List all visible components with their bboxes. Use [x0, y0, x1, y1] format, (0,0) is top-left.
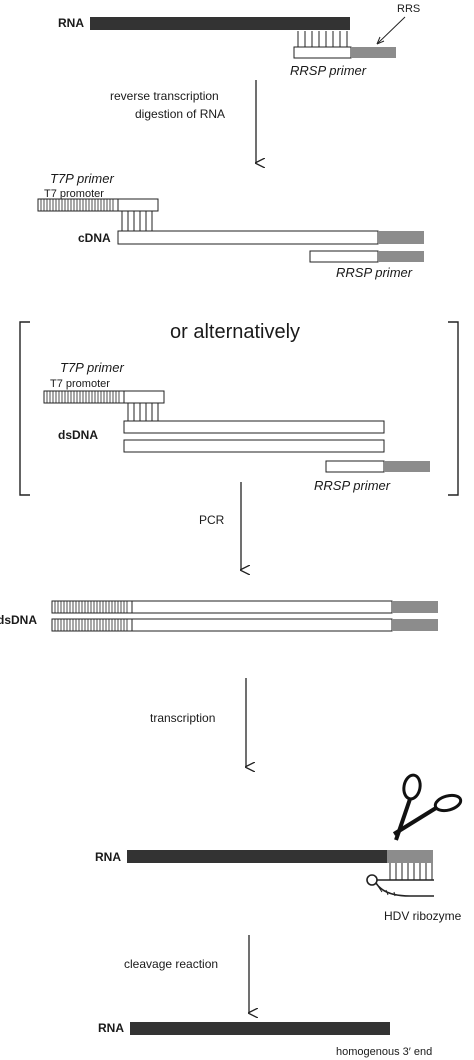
rrsp-primer-tail — [351, 47, 396, 58]
t7p-primer-body — [117, 198, 159, 212]
pcr-dsdna-top-strand — [131, 600, 393, 614]
pcr-rrs-region-top — [392, 601, 438, 613]
pcr-t7-hatch-top — [54, 601, 128, 613]
rna-label-2: RNA — [95, 850, 121, 864]
cdna-strand — [117, 230, 379, 245]
scissors-icon — [392, 773, 463, 841]
rrs-pointer-head — [376, 36, 385, 45]
t7-promoter-hatch — [40, 199, 114, 211]
rrsp-primer-body — [293, 46, 352, 59]
step2-cdna: T7P primer T7 promoter cDNA RRSP primer — [37, 171, 424, 280]
alternative-heading: or alternatively — [170, 321, 300, 343]
cdna-label: cDNA — [78, 231, 111, 245]
rna-strand-2 — [127, 850, 387, 863]
rrsp-primer-body-2 — [309, 250, 379, 263]
pcr-dsdna-bottom-strand — [131, 618, 393, 632]
cleavage-label: cleavage reaction — [124, 957, 218, 971]
final-rna: RNA homogenous 3′ end — [98, 1021, 432, 1058]
alt-rrsp-primer-label: RRSP primer — [314, 478, 391, 493]
homogenous-end-label: homogenous 3′ end — [336, 1046, 432, 1058]
alt-dsdna-top-strand — [123, 420, 385, 434]
rrsp-primer-tail-2 — [378, 251, 424, 262]
rna-label-3: RNA — [98, 1021, 124, 1035]
transcription-label: transcription — [150, 711, 215, 725]
hdv-ribozyme-label: HDV ribozyme — [384, 909, 462, 923]
pcr-rrs-region-bottom — [392, 619, 438, 631]
rrs-region-2 — [387, 850, 433, 863]
rna-strand-3 — [130, 1022, 390, 1035]
hdv-strand-bottom — [375, 882, 434, 897]
hdv-inner-bonds — [377, 885, 396, 897]
alt-t7-promoter-label: T7 promoter — [50, 378, 110, 390]
primer-bonds — [297, 31, 348, 47]
alt-dsdna-label: dsDNA — [58, 428, 98, 442]
cdna-rrs-region — [378, 231, 424, 244]
rrs-label: RRS — [397, 3, 420, 15]
arrow-cleavage: cleavage reaction — [124, 935, 249, 1013]
pcr-dsdna-label: dsDNA — [0, 613, 37, 627]
alt-dsdna-bottom-strand — [123, 439, 385, 453]
alternative-block: or alternatively T7P primer T7 promoter … — [19, 321, 459, 496]
alt-t7p-primer-bonds — [127, 403, 159, 421]
pcr-dsdna: dsDNA — [0, 600, 438, 632]
hdv-bonds — [389, 863, 433, 880]
arrow-label-line2: digestion of RNA — [135, 107, 225, 121]
rrsp-primer-label: RRSP primer — [290, 63, 367, 78]
t7p-primer-label: T7P primer — [50, 171, 114, 186]
right-bracket — [448, 321, 459, 496]
arrow-reverse-transcription: reverse transcription digestion of RNA — [110, 80, 256, 163]
t7p-primer-bonds — [121, 211, 153, 231]
arrow-pcr: PCR — [199, 482, 241, 570]
alt-t7-promoter-hatch — [46, 391, 120, 403]
hdv-loop — [366, 874, 378, 886]
alt-rrsp-primer-tail — [384, 461, 430, 472]
t7-promoter-label: T7 promoter — [44, 188, 104, 200]
alt-t7p-primer-label: T7P primer — [60, 360, 124, 375]
rrsp-primer-label-2: RRSP primer — [336, 265, 413, 280]
alt-rrsp-primer-body — [325, 460, 385, 473]
rrs-pointer-line — [376, 16, 406, 45]
left-bracket — [19, 321, 30, 496]
arrow-transcription: transcription — [150, 678, 246, 767]
alt-t7p-primer-body — [123, 390, 165, 404]
rna-with-hdv-ribozyme: RNA HDV ribozyme — [95, 773, 463, 923]
pcr-t7-hatch-bottom — [54, 619, 128, 631]
rna-label: RNA — [58, 16, 84, 30]
step1-rna-with-primer: RNA RRS RRSP primer — [58, 3, 420, 78]
rna-strand — [90, 17, 350, 30]
arrow-label-line1: reverse transcription — [110, 89, 219, 103]
pcr-label: PCR — [199, 513, 225, 527]
